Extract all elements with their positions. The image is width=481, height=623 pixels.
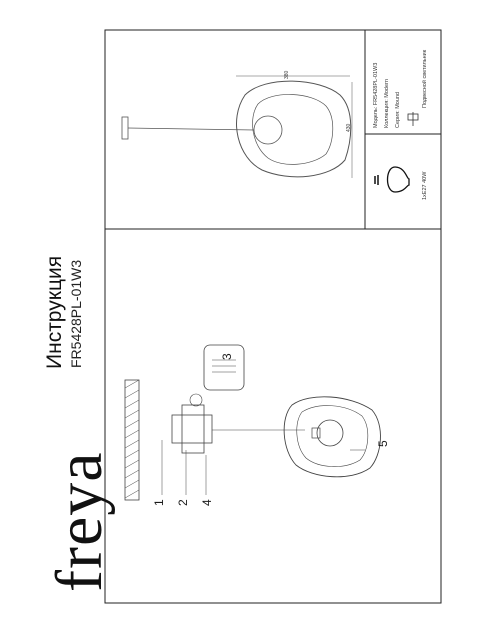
- dimension-drawing: [121, 75, 353, 178]
- document-title: Инструкция: [43, 255, 66, 369]
- callout-3: 3: [220, 353, 234, 360]
- callout-5: 5: [376, 440, 390, 447]
- brand-logo: freya: [43, 451, 116, 592]
- assembly-socket: [311, 427, 321, 439]
- assembly-shade-inner: [296, 405, 369, 467]
- mounting-bracket: [171, 414, 213, 444]
- detail-box-wires: [203, 344, 245, 391]
- spec-collection-line: Коллекция: Modern: [384, 79, 390, 128]
- outer-frame: [104, 29, 442, 604]
- dim-height-label: 430: [346, 123, 352, 132]
- bulb-spec-icon: [374, 166, 410, 193]
- spec-series-line: Серия: Mound: [395, 91, 401, 128]
- assembly-bulb: [316, 419, 344, 447]
- spec-model-line: Модель: FR5428PL-01W3: [373, 62, 379, 128]
- bulb-globe: [253, 115, 283, 145]
- assembly-drawing: [124, 344, 381, 501]
- detail-wire-lines: [212, 359, 236, 373]
- wall-hatch: [124, 379, 140, 501]
- pendant-type-icon: [407, 112, 419, 126]
- ceiling-canopy: [121, 116, 129, 140]
- callout-1: 1: [152, 499, 166, 506]
- assembly-shade-outline: [283, 396, 381, 478]
- suspension-wire: [127, 127, 255, 131]
- shade-inner-outline: [252, 94, 334, 165]
- detail-zoom-circle: [189, 393, 203, 407]
- canopy-plate: [181, 404, 205, 454]
- shade-outline: [236, 80, 352, 178]
- spec-type-line: Подвесной светильник: [422, 49, 428, 108]
- model-code: FR5428PL-01W3: [68, 259, 84, 368]
- callout-4: 4: [200, 499, 214, 506]
- callout-2: 2: [176, 499, 190, 506]
- spec-lamp-line: 1xE27 40W: [422, 171, 428, 200]
- wall-hatch-marks: [124, 379, 140, 499]
- dim-width-label: 380: [284, 70, 290, 79]
